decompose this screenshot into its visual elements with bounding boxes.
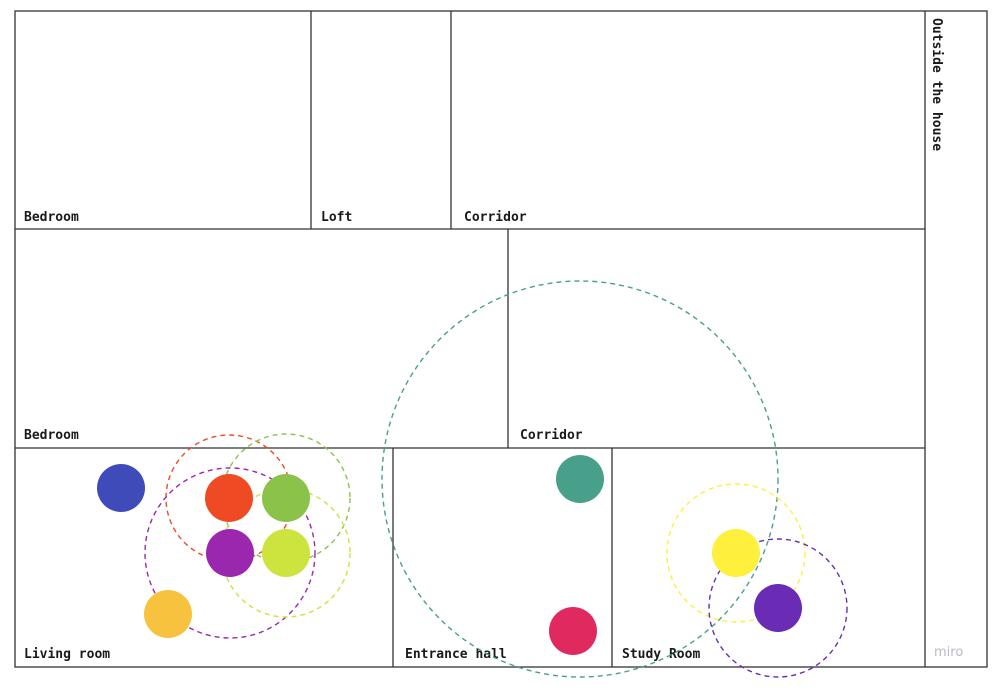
- dot-crimson[interactable]: [549, 607, 597, 655]
- room-label-bedroom-mid: Bedroom: [24, 428, 79, 443]
- floor-plan-walls: [14, 10, 988, 668]
- dot-red-orange[interactable]: [205, 474, 253, 522]
- range-circle-violet[interactable]: [708, 538, 848, 678]
- room-bedroom-mid[interactable]: [16, 230, 507, 447]
- dot-violet[interactable]: [754, 584, 802, 632]
- room-study-room[interactable]: [613, 449, 924, 666]
- dot-amber[interactable]: [144, 590, 192, 638]
- room-corridor-top[interactable]: [452, 12, 924, 228]
- range-circle-yellow[interactable]: [666, 483, 806, 623]
- outside-house-label: Outside the house: [929, 18, 944, 151]
- device-dots: [97, 455, 802, 655]
- room-bedroom-top[interactable]: [16, 12, 310, 228]
- room-loft[interactable]: [312, 12, 450, 228]
- plan-outline: [14, 10, 988, 668]
- range-circle-purple[interactable]: [144, 467, 316, 639]
- room-label-corridor-mid: Corridor: [520, 428, 583, 443]
- dot-yellow[interactable]: [712, 529, 760, 577]
- room-label-study-room: Study Room: [622, 647, 700, 662]
- room-label-loft: Loft: [321, 210, 352, 225]
- range-circle-teal[interactable]: [381, 280, 779, 678]
- room-label-corridor-top: Corridor: [464, 210, 527, 225]
- miro-logo: miro: [934, 645, 963, 660]
- room-living-room[interactable]: [16, 449, 392, 666]
- dot-teal[interactable]: [556, 455, 604, 503]
- room-label-living-room: Living room: [24, 647, 110, 662]
- dot-lime[interactable]: [262, 529, 310, 577]
- dot-purple[interactable]: [206, 529, 254, 577]
- room-label-entrance-hall: Entrance hall: [405, 647, 507, 662]
- dot-green[interactable]: [262, 474, 310, 522]
- dot-blue[interactable]: [97, 464, 145, 512]
- room-zones: [16, 12, 986, 666]
- room-corridor-mid[interactable]: [509, 230, 924, 447]
- room-label-bedroom-top: Bedroom: [24, 210, 79, 225]
